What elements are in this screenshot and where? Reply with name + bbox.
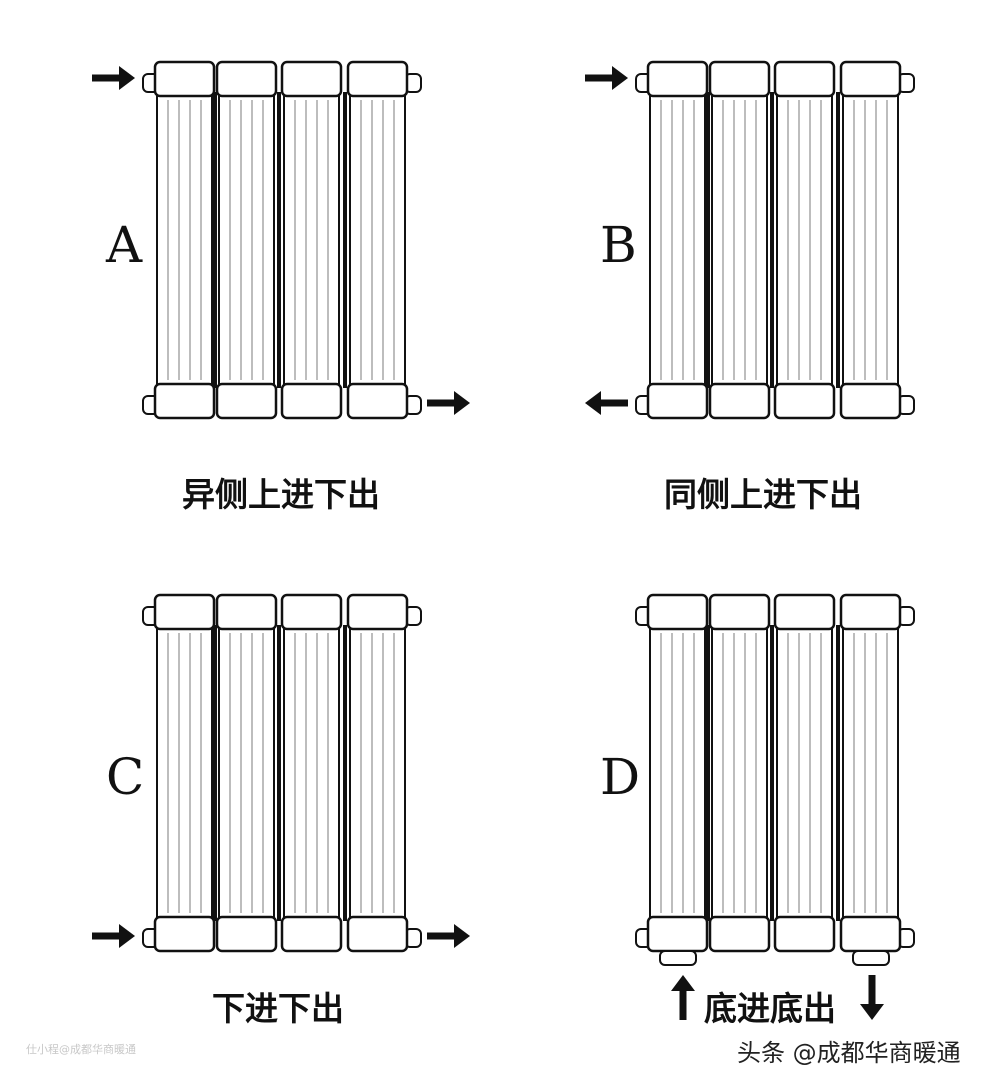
column-body: [842, 91, 899, 389]
panel-c-caption: 下进下出: [212, 989, 344, 1028]
column-body: [218, 91, 275, 389]
column-body: [349, 624, 406, 922]
column-top-header: [708, 593, 771, 631]
arrow-d-out: [860, 975, 884, 1020]
arrow-head: [671, 975, 695, 991]
column-body: [283, 91, 340, 389]
radiator-column-1: [215, 60, 278, 420]
bottom-inlet-left: [659, 950, 697, 966]
column-body: [649, 624, 706, 922]
column-bottom-header: [280, 382, 343, 420]
radiator-c: [142, 593, 422, 953]
column-top-header: [839, 593, 902, 631]
radiator-column-0: [153, 593, 216, 953]
column-top-header: [215, 60, 278, 98]
radiator-column-3: [839, 593, 902, 953]
radiator-column-1: [215, 593, 278, 953]
column-bottom-header: [708, 382, 771, 420]
arrow-c-in: [92, 924, 135, 948]
column-body: [156, 624, 213, 922]
arrow-b-out: [585, 391, 628, 415]
bottom-outlet-right: [852, 950, 890, 966]
panel-b-letter: B: [600, 216, 637, 274]
column-top-header: [708, 60, 771, 98]
column-bottom-header: [646, 382, 709, 420]
radiator-column-0: [646, 593, 709, 953]
column-top-header: [773, 593, 836, 631]
column-bottom-header: [839, 915, 902, 953]
column-body: [711, 91, 768, 389]
arrow-d-in: [671, 975, 695, 1020]
column-bottom-header: [153, 382, 216, 420]
arrow-head: [119, 924, 135, 948]
watermark-right: 头条 @成都华商暖通: [737, 1039, 961, 1067]
radiator-d: [635, 593, 915, 966]
column-body: [349, 91, 406, 389]
arrow-b-in: [585, 66, 628, 90]
radiator-column-3: [346, 593, 409, 953]
column-bottom-header: [773, 915, 836, 953]
column-body: [156, 91, 213, 389]
column-top-header: [215, 593, 278, 631]
column-bottom-header: [346, 915, 409, 953]
column-body: [649, 91, 706, 389]
column-bottom-header: [646, 915, 709, 953]
arrow-head: [860, 1004, 884, 1020]
arrow-head: [585, 391, 601, 415]
panel-d-caption: 底进底出: [704, 989, 836, 1028]
radiator-column-1: [708, 593, 771, 953]
column-top-header: [346, 60, 409, 98]
column-top-header: [153, 593, 216, 631]
radiator-column-0: [646, 60, 709, 420]
radiator-column-2: [280, 60, 343, 420]
column-top-header: [646, 593, 709, 631]
column-top-header: [773, 60, 836, 98]
radiators-layer: [142, 60, 915, 966]
radiator-column-0: [153, 60, 216, 420]
column-body: [711, 624, 768, 922]
column-bottom-header: [708, 915, 771, 953]
column-top-header: [346, 593, 409, 631]
arrow-a-out: [427, 391, 470, 415]
radiator-column-1: [708, 60, 771, 420]
panel-a-caption: 异侧上进下出: [182, 475, 380, 514]
arrow-head: [454, 924, 470, 948]
column-top-header: [280, 593, 343, 631]
radiator-column-2: [773, 593, 836, 953]
radiator-a: [142, 60, 422, 420]
radiator-column-3: [346, 60, 409, 420]
column-top-header: [839, 60, 902, 98]
watermark-left: 仕小程@成都华商暖通: [26, 1043, 136, 1056]
radiator-column-3: [839, 60, 902, 420]
panel-a-letter: A: [106, 216, 143, 274]
column-bottom-header: [773, 382, 836, 420]
column-bottom-header: [839, 382, 902, 420]
arrow-c-out: [427, 924, 470, 948]
arrow-a-in: [92, 66, 135, 90]
arrows-layer: [92, 66, 884, 1020]
column-bottom-header: [153, 915, 216, 953]
radiator-b: [635, 60, 915, 420]
panel-d-letter: D: [600, 748, 641, 806]
column-bottom-header: [215, 915, 278, 953]
column-body: [776, 624, 833, 922]
radiator-column-2: [773, 60, 836, 420]
panel-c-letter: C: [106, 748, 145, 806]
column-body: [776, 91, 833, 389]
column-top-header: [153, 60, 216, 98]
column-top-header: [646, 60, 709, 98]
arrow-head: [119, 66, 135, 90]
arrow-head: [612, 66, 628, 90]
column-top-header: [280, 60, 343, 98]
column-body: [283, 624, 340, 922]
column-body: [842, 624, 899, 922]
column-body: [218, 624, 275, 922]
panel-b-caption: 同侧上进下出: [664, 475, 862, 514]
radiator-column-2: [280, 593, 343, 953]
arrow-head: [454, 391, 470, 415]
column-bottom-header: [280, 915, 343, 953]
column-bottom-header: [215, 382, 278, 420]
column-bottom-header: [346, 382, 409, 420]
